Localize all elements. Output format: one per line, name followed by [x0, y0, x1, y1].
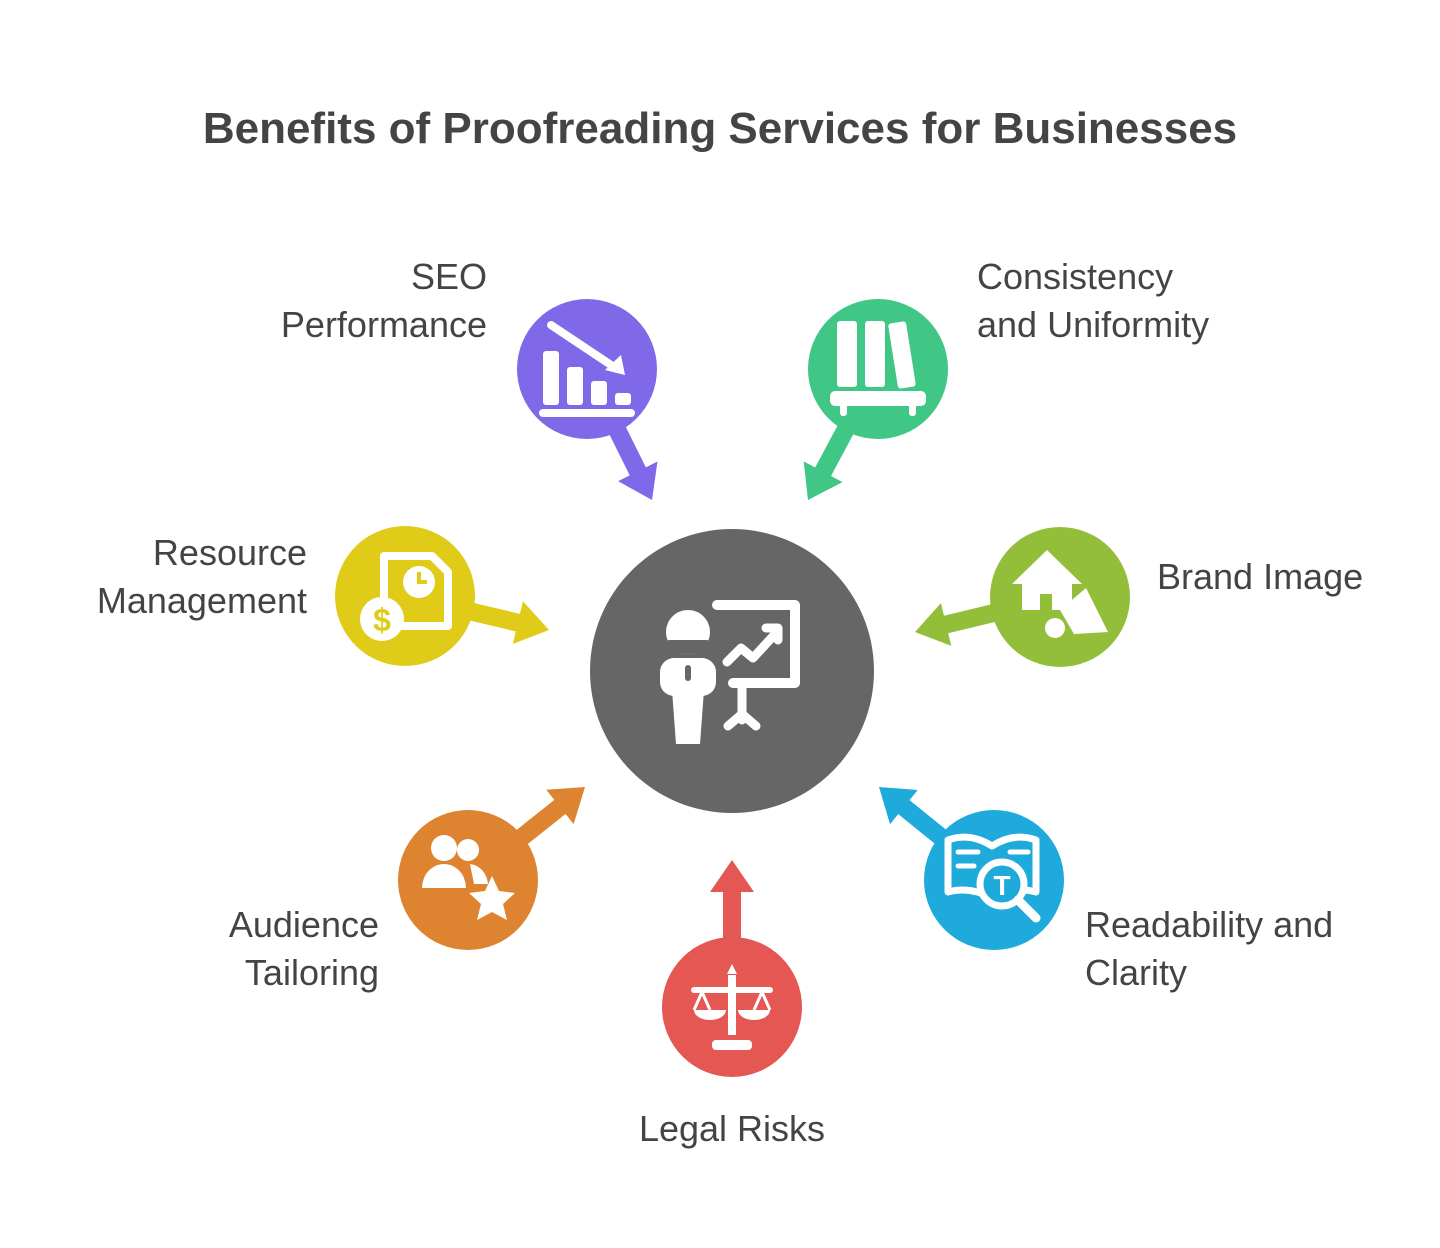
declining-bar-chart-icon [539, 321, 635, 417]
label-legal: Legal Risks [638, 1108, 826, 1149]
house-megaphone-icon [1012, 550, 1108, 646]
book-magnifier-icon: T [944, 833, 1041, 923]
svg-text:T: T [993, 870, 1010, 901]
presenter-chart-icon [660, 600, 800, 744]
scales-icon [691, 964, 773, 1050]
label-brand: Brand Image [1157, 556, 1364, 597]
audience-circle [398, 810, 538, 950]
diagram-title: Benefits of Proofreading Services for Bu… [202, 104, 1238, 153]
users-star-icon [422, 835, 515, 920]
resource-circle [335, 526, 475, 666]
bookshelf-icon [830, 321, 926, 416]
center-circle [590, 529, 874, 813]
seo-circle [517, 299, 657, 439]
document-dollar-clock-icon: $ [360, 552, 452, 641]
svg-text:$: $ [373, 602, 391, 638]
arrow-legal [710, 860, 754, 1007]
